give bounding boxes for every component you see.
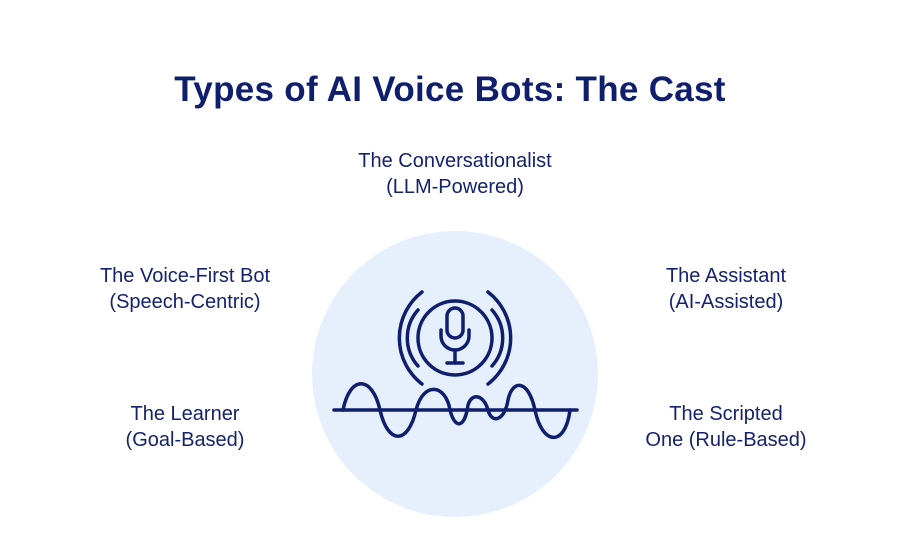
type-name: The Conversationalist <box>358 150 552 172</box>
type-name: The Assistant <box>665 265 787 287</box>
type-subtitle: (AI-Assisted) <box>668 291 784 313</box>
type-subtitle: (Speech-Centric) <box>109 291 261 313</box>
type-name: The Voice-First Bot <box>99 265 271 287</box>
microphone-icon <box>416 299 494 377</box>
type-subtitle: (Goal-Based) <box>125 429 245 451</box>
type-subtitle: (LLM-Powered) <box>386 176 524 198</box>
type-subtitle: One (Rule-Based) <box>645 429 807 451</box>
type-conversationalist: The Conversationalist (LLM-Powered) <box>325 148 585 200</box>
type-name: The Learner <box>130 403 240 425</box>
sound-arcs-icon <box>397 290 513 386</box>
sound-wave-icon <box>332 382 579 440</box>
type-scripted-one: The Scripted One (Rule-Based) <box>596 401 856 453</box>
type-voice-first-bot: The Voice-First Bot (Speech-Centric) <box>55 263 315 315</box>
type-assistant: The Assistant (AI-Assisted) <box>596 263 856 315</box>
page-title: Types of AI Voice Bots: The Cast <box>174 70 726 109</box>
type-learner: The Learner (Goal-Based) <box>55 401 315 453</box>
type-name: The Scripted <box>669 403 783 425</box>
